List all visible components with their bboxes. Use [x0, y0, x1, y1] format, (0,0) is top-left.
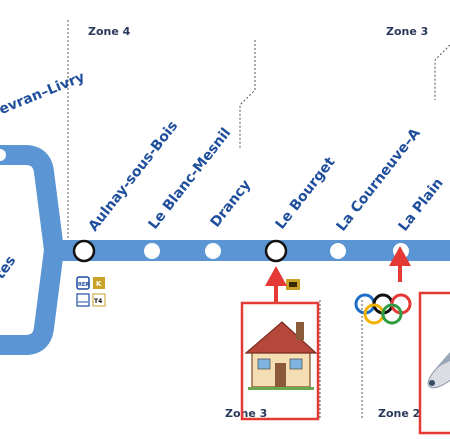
branch-label-sevran: Sevran–Livry — [0, 69, 87, 122]
olympic-rings-icon — [354, 293, 412, 325]
station-courneuve[interactable] — [330, 243, 346, 259]
station-aulnay[interactable] — [72, 239, 96, 263]
zone-boundary-right — [434, 44, 450, 100]
t4-line-badge-text: T4 — [94, 298, 102, 305]
station-bourget[interactable] — [264, 239, 288, 263]
station-blanc-mesnil[interactable] — [144, 243, 160, 259]
station-label-drancy: Drancy — [208, 177, 255, 230]
k-line-badge-text: K — [96, 280, 102, 288]
rer-badge-icon — [76, 276, 90, 290]
station-label-bourget: Le Bourget — [273, 154, 339, 232]
branch-label-partial: tes — [0, 253, 19, 282]
rer-badge-text: RER — [78, 282, 89, 288]
k-line-badge — [93, 277, 105, 289]
arrow-up-bourget — [265, 266, 287, 302]
tram-badge-icon — [76, 293, 90, 307]
zone-label-top-left: Zone 4 — [88, 25, 131, 38]
zone-label-bottom-right: Zone 2 — [378, 407, 420, 420]
highlight-box-house — [240, 301, 320, 421]
station-label-la-plaine: La Plain — [396, 175, 447, 234]
branch-station-top — [0, 149, 6, 161]
zone-boundary-middle — [239, 40, 256, 150]
bourget-transfer-badge-inner — [289, 282, 297, 287]
house-icon — [244, 321, 318, 390]
transfer-badges-aulnay: RER K T4 — [76, 276, 106, 307]
zone-label-bottom-left: Zone 3 — [225, 407, 267, 420]
branch-loop — [0, 145, 64, 355]
highlight-box-airport — [418, 291, 450, 435]
t4-line-badge — [92, 293, 106, 307]
zone-label-top-right: Zone 3 — [386, 25, 428, 38]
main-line — [50, 240, 450, 261]
arrow-up-courneuve — [389, 246, 411, 282]
airplane-icon — [427, 352, 450, 389]
station-drancy[interactable] — [205, 243, 221, 259]
